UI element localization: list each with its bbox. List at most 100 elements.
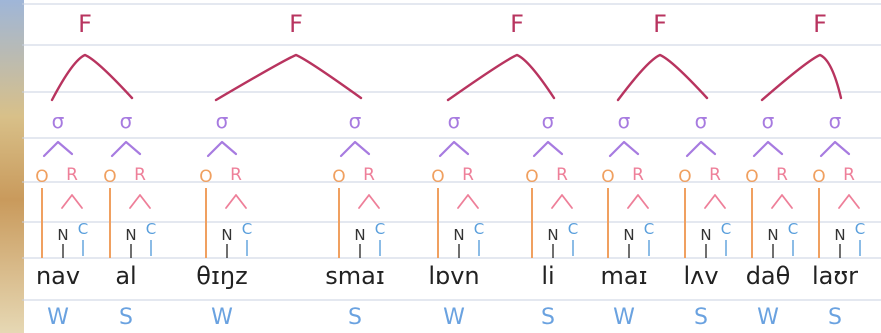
rime-label: R xyxy=(134,165,146,185)
coda-label: C xyxy=(568,220,578,238)
syllable-branches xyxy=(42,140,74,158)
syllable-word: li xyxy=(541,262,554,290)
syllable-word: maɪ xyxy=(600,262,647,290)
stress-mark: S xyxy=(828,305,842,330)
rime-label: R xyxy=(363,165,375,185)
stress-mark: W xyxy=(613,305,635,330)
coda-label: C xyxy=(788,220,798,238)
stress-mark: W xyxy=(757,305,779,330)
foot-branches xyxy=(50,53,134,102)
rime-label: R xyxy=(462,165,474,185)
coda-label: C xyxy=(644,220,654,238)
foot-branches xyxy=(214,53,363,102)
syllable-branches xyxy=(608,140,640,158)
nucleus-label: N xyxy=(834,226,845,244)
syllable-label: σ xyxy=(695,109,708,133)
coda-label: C xyxy=(146,220,156,238)
syllable-branches xyxy=(752,140,784,158)
coda-label: C xyxy=(721,220,731,238)
stress-mark: S xyxy=(694,305,708,330)
syllable-word: laʊr xyxy=(812,262,858,290)
rime-branches xyxy=(771,194,793,209)
rime-label: R xyxy=(66,165,78,185)
stress-mark: S xyxy=(541,305,555,330)
foot-label: F xyxy=(653,10,667,38)
onset-label: O xyxy=(812,167,825,187)
nucleus-label: N xyxy=(767,226,778,244)
syllable-label: σ xyxy=(120,109,133,133)
rime-branches xyxy=(627,194,649,209)
stress-mark: S xyxy=(119,305,133,330)
nucleus-label: N xyxy=(700,226,711,244)
foot-branches xyxy=(446,53,556,102)
coda-label: C xyxy=(855,220,865,238)
foot-branches xyxy=(616,53,709,102)
rime-label: R xyxy=(556,165,568,185)
rime-branches xyxy=(358,194,380,209)
syllable-word: lɒvn xyxy=(428,262,479,290)
nucleus-label: N xyxy=(125,226,136,244)
foot-label: F xyxy=(510,10,524,38)
syllable-branches xyxy=(438,140,470,158)
onset-label: O xyxy=(525,167,538,187)
nucleus-label: N xyxy=(547,226,558,244)
syllable-label: σ xyxy=(349,109,362,133)
syllable-word: daθ xyxy=(746,262,791,290)
rime-branches xyxy=(704,194,726,209)
onset-label: O xyxy=(745,167,758,187)
syllable-label: σ xyxy=(829,109,842,133)
stress-mark: W xyxy=(443,305,465,330)
rime-branches xyxy=(129,194,151,209)
syllable-branches xyxy=(206,140,238,158)
syllable-word: θɪŋz xyxy=(196,262,247,290)
syllable-branches xyxy=(819,140,851,158)
onset-label: O xyxy=(199,167,212,187)
syllable-branches xyxy=(339,140,371,158)
onset-label: O xyxy=(35,167,48,187)
rime-label: R xyxy=(709,165,721,185)
onset-label: O xyxy=(678,167,691,187)
syllable-label: σ xyxy=(52,109,65,133)
nucleus-label: N xyxy=(57,226,68,244)
stress-mark: W xyxy=(211,305,233,330)
coda-label: C xyxy=(375,220,385,238)
syllable-label: σ xyxy=(618,109,631,133)
onset-label: O xyxy=(103,167,116,187)
rime-branches xyxy=(838,194,860,209)
onset-label: O xyxy=(431,167,444,187)
syllable-label: σ xyxy=(762,109,775,133)
stress-mark: S xyxy=(348,305,362,330)
foot-branches xyxy=(760,53,843,102)
rime-label: R xyxy=(230,165,242,185)
onset-label: O xyxy=(332,167,345,187)
foot-label: F xyxy=(289,10,303,38)
syllable-label: σ xyxy=(542,109,555,133)
nucleus-label: N xyxy=(623,226,634,244)
nucleus-label: N xyxy=(354,226,365,244)
rime-label: R xyxy=(632,165,644,185)
syllable-branches xyxy=(110,140,142,158)
nucleus-label: N xyxy=(453,226,464,244)
rime-label: R xyxy=(843,165,855,185)
rime-branches xyxy=(457,194,479,209)
nucleus-label: N xyxy=(221,226,232,244)
onset-label: O xyxy=(601,167,614,187)
foot-label: F xyxy=(813,10,827,38)
